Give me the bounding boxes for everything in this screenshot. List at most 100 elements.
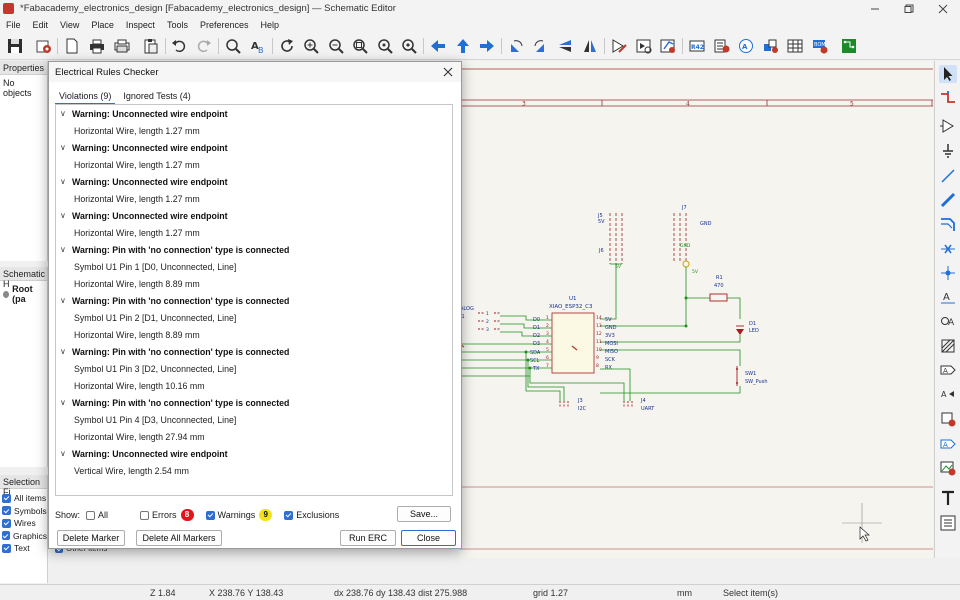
chevron-down-icon[interactable]: ∨ [60, 449, 66, 458]
violation-detail[interactable]: Horizontal Wire, length 1.27 mm [74, 193, 200, 204]
filter-all-items[interactable]: All items [0, 492, 47, 505]
violation-heading[interactable]: ∨Warning: Unconnected wire endpoint [56, 173, 452, 190]
violation-heading[interactable]: ∨Warning: Unconnected wire endpoint [56, 139, 452, 156]
rotate-ccw-button[interactable] [507, 37, 525, 55]
chevron-down-icon[interactable]: ∨ [60, 109, 66, 118]
table-button[interactable] [786, 37, 804, 55]
paste-button[interactable] [142, 37, 160, 55]
show-all-checkbox[interactable]: All [86, 510, 108, 520]
mirror-horizontal-button[interactable] [581, 37, 599, 55]
connector-j1-analog[interactable]: ALOG J1 1 2 3 [460, 306, 500, 348]
global-label-tool[interactable]: A [939, 312, 957, 330]
violation-heading[interactable]: ∨Warning: Pin with 'no connection' type … [56, 292, 452, 309]
junction-tool[interactable] [939, 264, 957, 282]
led-d1[interactable]: D1 LED [736, 321, 759, 335]
close-window-button[interactable] [926, 0, 960, 17]
annotate-button[interactable] [659, 37, 677, 55]
add-bus-tool[interactable] [939, 191, 957, 209]
redo-button[interactable] [195, 37, 213, 55]
page-settings-button[interactable] [63, 37, 81, 55]
chevron-down-icon[interactable]: ∨ [60, 347, 66, 356]
bom-button[interactable]: A [737, 37, 755, 55]
filter-text[interactable]: Text [0, 542, 47, 555]
violation-detail[interactable]: Horizontal Wire, length 1.27 mm [74, 125, 200, 136]
delete-marker-button[interactable]: Delete Marker [57, 530, 125, 546]
chevron-down-icon[interactable]: ∨ [60, 296, 66, 305]
navigate-forward-button[interactable] [478, 37, 496, 55]
zoom-fit-button[interactable] [351, 37, 369, 55]
violation-detail[interactable]: Horizontal Wire, length 8.89 mm [74, 329, 200, 340]
no-connect-tool[interactable] [939, 240, 957, 258]
violation-detail[interactable]: Horizontal Wire, length 8.89 mm [74, 278, 200, 289]
violation-heading[interactable]: ∨Warning: Unconnected wire endpoint [56, 105, 452, 122]
filter-wires[interactable]: Wires [0, 517, 47, 530]
connector-j4-uart[interactable]: J4 UART [529, 368, 655, 412]
save-report-button[interactable]: Save... [397, 506, 451, 522]
violation-detail[interactable]: Vertical Wire, length 2.54 mm [74, 465, 189, 476]
violation-detail[interactable]: Horizontal Wire, length 27.94 mm [74, 431, 205, 442]
rotate-cw-button[interactable] [532, 37, 550, 55]
chevron-down-icon[interactable]: ∨ [60, 211, 66, 220]
menu-place[interactable]: Place [91, 19, 114, 30]
hier-pin-tool[interactable]: A [939, 385, 957, 403]
erc-marker[interactable] [682, 260, 690, 268]
violation-detail[interactable]: Horizontal Wire, length 1.27 mm [74, 227, 200, 238]
menu-help[interactable]: Help [260, 19, 279, 30]
add-text-tool[interactable]: A [939, 435, 957, 453]
erc-dialog-close-button[interactable] [441, 65, 455, 79]
chevron-down-icon[interactable]: ∨ [60, 143, 66, 152]
bom-export-button[interactable]: BOM [811, 37, 829, 55]
zoom-in-button[interactable] [302, 37, 320, 55]
print-button[interactable] [88, 37, 106, 55]
connector-j5-j6[interactable]: J5 5V J6 5V [597, 213, 623, 273]
schematic-canvas[interactable]: 3 4 5 J5 5V J6 5V J7 GND GND 5V [460, 61, 933, 558]
hierarchy-root-item[interactable]: Root (pa [0, 281, 47, 307]
run-erc-button[interactable]: Run ERC [340, 530, 396, 546]
text-tool[interactable] [939, 489, 957, 507]
close-dialog-button[interactable]: Close [401, 530, 456, 546]
filter-graphics[interactable]: Graphics [0, 530, 47, 543]
menu-inspect[interactable]: Inspect [125, 19, 155, 30]
violation-heading[interactable]: ∨Warning: Unconnected wire endpoint [56, 445, 452, 462]
zoom-out-button[interactable] [327, 37, 345, 55]
textbox-tool[interactable] [939, 514, 957, 532]
violation-heading[interactable]: ∨Warning: Pin with 'no connection' type … [56, 394, 452, 411]
minimize-button[interactable] [858, 0, 892, 17]
violation-heading[interactable]: ∨Warning: Pin with 'no connection' type … [56, 241, 452, 258]
add-power-tool[interactable] [939, 142, 957, 160]
hier-label-tool[interactable]: A [939, 361, 957, 379]
chevron-down-icon[interactable]: ∨ [60, 177, 66, 186]
delete-all-markers-button[interactable]: Delete All Markers [136, 530, 222, 546]
menu-preferences[interactable]: Preferences [199, 19, 249, 30]
add-symbol-tool[interactable] [939, 117, 957, 135]
hier-sheet-tool[interactable] [939, 337, 957, 355]
show-errors-checkbox[interactable]: Errors 8 [140, 509, 194, 521]
save-button[interactable] [6, 37, 24, 55]
erc-dialog-title-bar[interactable]: Electrical Rules Checker [49, 62, 461, 82]
net-label-tool[interactable]: A [939, 288, 957, 306]
violation-heading[interactable]: ∨Warning: Pin with 'no connection' type … [56, 343, 452, 360]
menu-file[interactable]: File [6, 19, 21, 30]
connector-j7[interactable]: J7 GND GND 5V [673, 205, 712, 275]
tab-violations[interactable]: Violations (9) [55, 89, 116, 105]
resistor-r1[interactable]: R1 470 [709, 275, 728, 302]
violation-detail[interactable]: Symbol U1 Pin 2 [D1, Unconnected, Line] [74, 312, 237, 323]
navigate-up-button[interactable] [454, 37, 472, 55]
add-wire-tool[interactable] [939, 167, 957, 185]
module-u1[interactable]: U1 XIAO_ESP32_C3 D0 D1 D2 D3 SDA SCL TX … [530, 296, 618, 374]
pcb-editor-button[interactable] [840, 37, 858, 55]
show-exclusions-checkbox[interactable]: Exclusions [284, 510, 339, 520]
symbol-editor-button[interactable] [610, 37, 628, 55]
highlight-net-tool[interactable] [939, 89, 957, 107]
filter-symbols[interactable]: Symbols [0, 505, 47, 518]
menu-tools[interactable]: Tools [166, 19, 188, 30]
zoom-objects-button[interactable] [376, 37, 394, 55]
chevron-down-icon[interactable]: ∨ [60, 245, 66, 254]
bus-entry-tool[interactable] [939, 215, 957, 233]
connector-j3-i2c[interactable]: J3 I2C [525, 352, 587, 412]
select-tool[interactable] [939, 65, 957, 83]
schematic-setup-button[interactable] [35, 37, 53, 55]
show-warnings-checkbox[interactable]: Warnings 9 [205, 509, 273, 521]
zoom-selection-button[interactable] [400, 37, 418, 55]
maximize-button[interactable] [892, 0, 926, 17]
